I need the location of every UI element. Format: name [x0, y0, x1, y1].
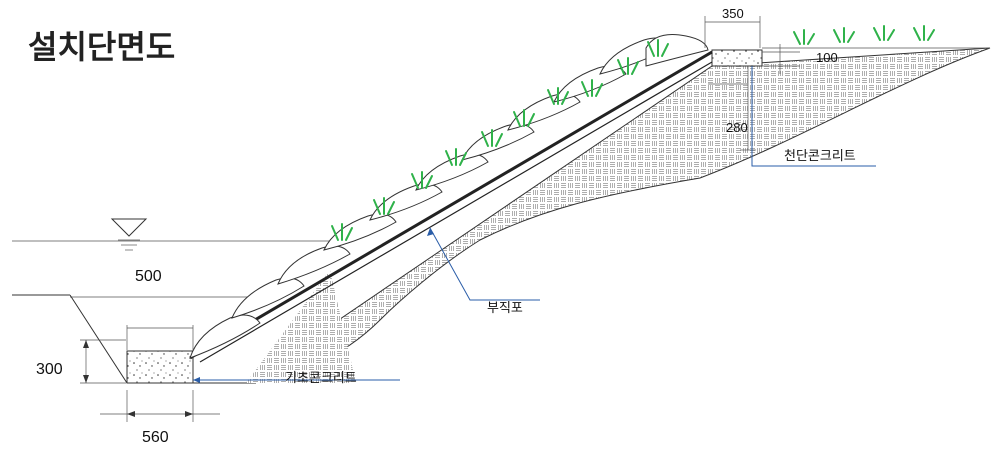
svg-text:300: 300 [36, 361, 63, 378]
water-level-dimension: 500 [135, 268, 162, 285]
svg-text:부직포: 부직포 [487, 301, 523, 316]
foundation-width-dimension: 560 [100, 390, 220, 446]
svg-text:100: 100 [816, 50, 838, 65]
crest-height-dimension: 280 [708, 66, 756, 151]
crest-concrete-block [711, 49, 763, 67]
water-level-marker-icon [110, 218, 148, 237]
svg-text:천단콘크리트: 천단콘크리트 [784, 149, 856, 164]
grass-icon [331, 25, 935, 241]
geotextile-callout: 부직포 [427, 227, 540, 316]
foundation-height-dimension: 300 [36, 339, 126, 384]
page-title: 설치단면도 [28, 28, 175, 66]
svg-text:280: 280 [726, 120, 748, 135]
embankment-body [245, 47, 991, 384]
geotextile-layer [189, 50, 713, 363]
crest-depth-dimension: 100 [762, 44, 838, 74]
foundation-concrete-block [126, 350, 194, 384]
foundation-concrete-callout: 기초콘크리트 [193, 371, 400, 386]
sandbag-row [189, 34, 709, 359]
crest-width-dimension: 350 [704, 6, 761, 48]
water-level: 500 [12, 218, 330, 285]
svg-text:기초콘크리트: 기초콘크리트 [285, 371, 357, 386]
svg-text:350: 350 [722, 6, 744, 21]
svg-text:560: 560 [142, 429, 169, 446]
crest-concrete-callout: 천단콘크리트 [751, 66, 876, 167]
